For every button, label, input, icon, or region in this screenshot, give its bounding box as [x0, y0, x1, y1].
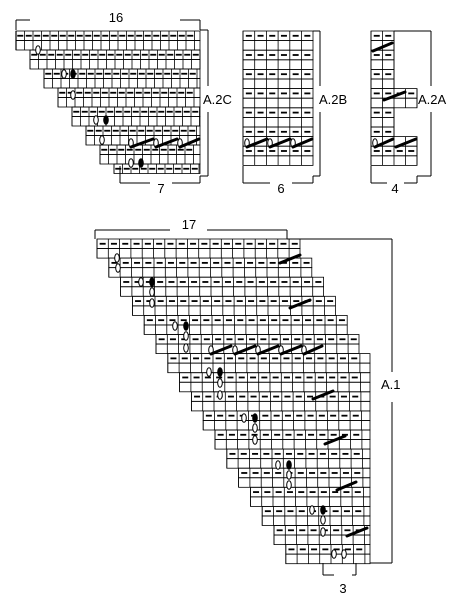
diagram-a2c: [15, 30, 201, 174]
a2a-label: A.2A: [418, 92, 447, 107]
a1-label: A.1: [381, 377, 401, 392]
diagram-a2b: [242, 30, 314, 166]
a2b-bottom-count: 6: [277, 181, 284, 196]
a2a-bottom-count: 4: [391, 181, 398, 196]
a1-top-count: 17: [182, 217, 196, 232]
a1-bottom-count: 3: [339, 581, 346, 596]
chart-grids: [15, 30, 418, 565]
diagram-a2a: [370, 30, 418, 166]
diagram-a1: [96, 238, 371, 565]
a2b-label: A.2B: [319, 92, 347, 107]
a2c-bottom-count: 7: [157, 181, 164, 196]
a2c-label: A.2C: [203, 92, 232, 107]
chart-brackets: [15, 19, 432, 576]
a2c-top-count: 16: [109, 10, 123, 25]
